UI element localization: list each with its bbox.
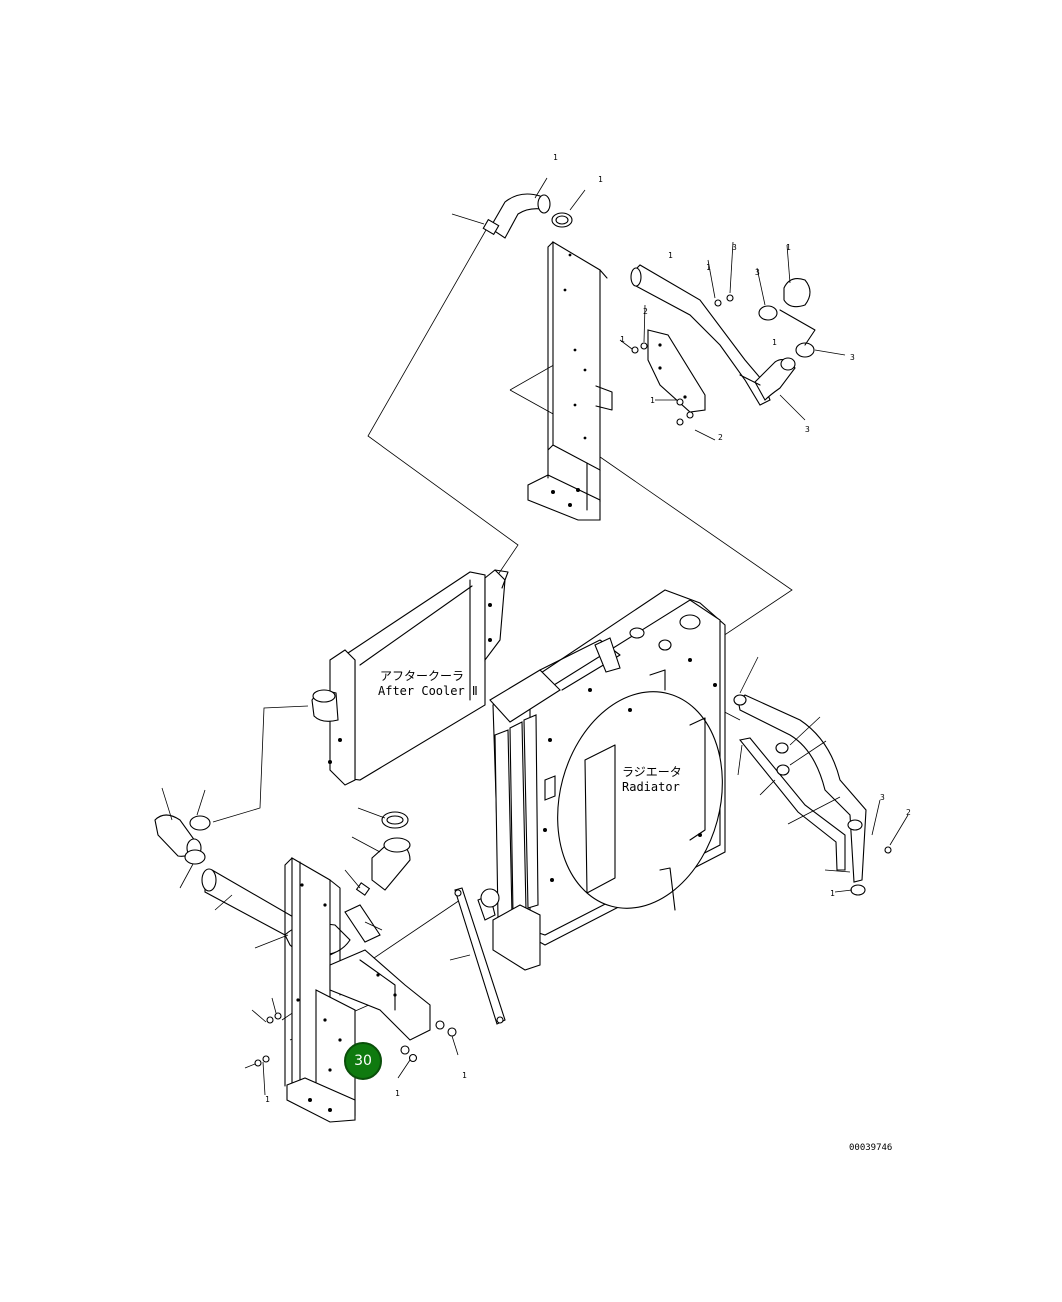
small-bracket-plate bbox=[619, 304, 716, 441]
svg-text:1: 1 bbox=[668, 251, 673, 260]
right-radiator-hoses bbox=[733, 656, 909, 896]
svg-text:3: 3 bbox=[850, 353, 855, 362]
aftercooler-label-jp: アフタークーラ bbox=[380, 669, 465, 683]
svg-text:3: 3 bbox=[755, 268, 760, 277]
svg-text:1: 1 bbox=[462, 1071, 467, 1080]
upper-right-pipe bbox=[630, 241, 846, 421]
svg-text:1: 1 bbox=[265, 1095, 270, 1104]
part-callout-badge[interactable]: 30 bbox=[344, 1042, 382, 1080]
svg-text:1: 1 bbox=[598, 175, 603, 184]
document-number: 00039746 bbox=[849, 1143, 893, 1153]
lower-bracket bbox=[244, 857, 459, 1123]
svg-text:1: 1 bbox=[706, 263, 711, 272]
stay-rod bbox=[449, 887, 506, 1025]
upper-bracket bbox=[527, 241, 613, 521]
svg-text:3: 3 bbox=[732, 243, 737, 252]
svg-text:1: 1 bbox=[395, 1089, 400, 1098]
lower-left-hoses bbox=[154, 787, 411, 961]
radiator bbox=[477, 589, 726, 971]
aftercooler-label-en: After Cooler Ⅱ bbox=[378, 684, 478, 698]
top-hose-elbow bbox=[451, 177, 586, 239]
svg-text:1: 1 bbox=[553, 153, 558, 162]
svg-text:3: 3 bbox=[805, 425, 810, 434]
aftercooler bbox=[311, 569, 509, 786]
radiator-label-en: Radiator bbox=[622, 780, 680, 794]
svg-text:2: 2 bbox=[718, 433, 723, 442]
svg-text:1: 1 bbox=[620, 335, 625, 344]
svg-text:1: 1 bbox=[786, 243, 791, 252]
svg-text:1: 1 bbox=[650, 396, 655, 405]
svg-text:2: 2 bbox=[643, 307, 648, 316]
part-number-ticks: 1 1 1 1 3 1 3 2 1 3 1 1 2 3 3 2 1 1 1 1 bbox=[265, 153, 911, 1104]
svg-text:1: 1 bbox=[830, 889, 835, 898]
svg-text:3: 3 bbox=[880, 793, 885, 802]
svg-text:2: 2 bbox=[906, 808, 911, 817]
svg-text:1: 1 bbox=[772, 338, 777, 347]
radiator-label-jp: ラジエータ bbox=[622, 765, 682, 779]
